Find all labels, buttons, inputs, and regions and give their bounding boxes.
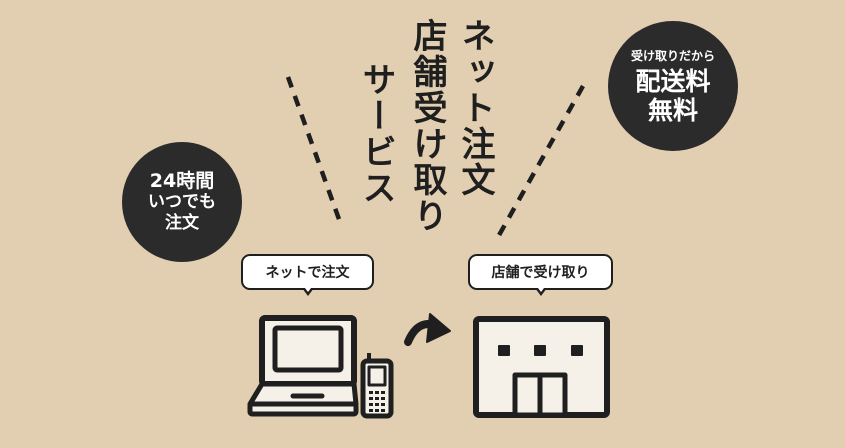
laptop-icon [247, 315, 359, 417]
badge-left-line2: いつでも [148, 192, 216, 212]
dashed-line-icon-right [496, 84, 585, 239]
dashed-line-icon-left [285, 76, 343, 223]
bubble-order-online: ネットで注文 [241, 254, 374, 296]
title-column-3: サービス [356, 62, 396, 206]
title-column-2: 店舗受け取り [407, 18, 447, 234]
bubble-store-pickup: 店舗で受け取り [468, 254, 613, 296]
title-column-1: ネット注文 [455, 18, 495, 198]
badge-right-line2: 配送料 [635, 67, 711, 96]
badge-right-line3: 無料 [647, 96, 698, 125]
badge-right-line1: 受け取りだから [630, 49, 715, 63]
badge-free-shipping: 受け取りだから 配送料 無料 [608, 21, 738, 151]
badge-left-line3: 注文 [165, 213, 199, 233]
badge-24h-order: 24時間 いつでも 注文 [122, 142, 242, 262]
mobile-phone-icon [360, 353, 394, 419]
curved-arrow-icon [404, 313, 451, 346]
badge-left-line1: 24時間 [149, 170, 215, 192]
store-building-icon [473, 316, 610, 418]
